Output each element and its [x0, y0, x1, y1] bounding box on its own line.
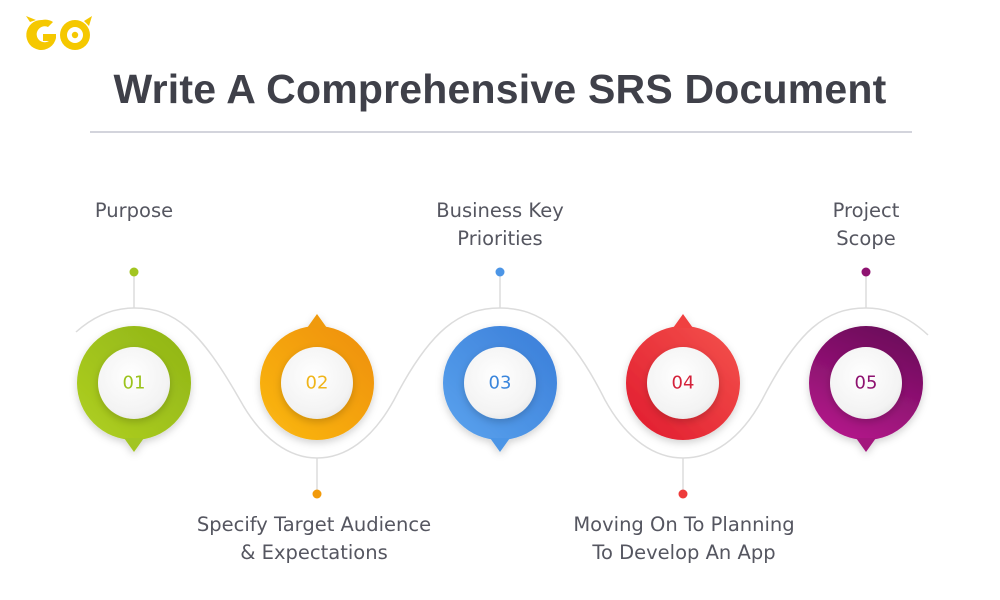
step-03-label-line-1: Business Key [436, 199, 564, 222]
step-04-label-line-1: Moving On To Planning [573, 513, 795, 536]
step-05-number: 05 [854, 372, 878, 394]
step-04-label-line-2: To Develop An App [592, 541, 776, 564]
step-02-label-line-1: Specify Target Audience [196, 513, 432, 536]
step-04-dot [678, 489, 688, 499]
page-title: Write A Comprehensive SRS Document [113, 66, 887, 112]
step-03-label-line-2: Priorities [457, 227, 543, 250]
step-01-number: 01 [122, 372, 146, 394]
step-03-dot [495, 267, 505, 277]
step-01-label-line: Purpose [94, 199, 174, 222]
step-01-dot [129, 267, 139, 277]
step-05-label: Project Scope [833, 197, 900, 253]
step-04-label: Moving On To Planning To Develop An App [573, 511, 794, 567]
step-04-number: 04 [671, 372, 695, 394]
step-02-label-line-2: & Expectations [240, 541, 388, 564]
step-02-label: Specify Target Audience & Expectations [197, 511, 431, 567]
step-05-label-line-2: Scope [836, 227, 896, 250]
step-05-label-line-1: Project [832, 199, 900, 222]
step-02-dot [312, 489, 322, 499]
title-divider [90, 131, 912, 133]
step-02-number: 02 [305, 372, 329, 394]
step-01-label: Purpose [95, 197, 173, 225]
step-05-dot [861, 267, 871, 277]
step-03-label: Business Key Priorities [436, 197, 564, 253]
go-logo-icon [26, 16, 92, 50]
step-03-number: 03 [488, 372, 512, 394]
